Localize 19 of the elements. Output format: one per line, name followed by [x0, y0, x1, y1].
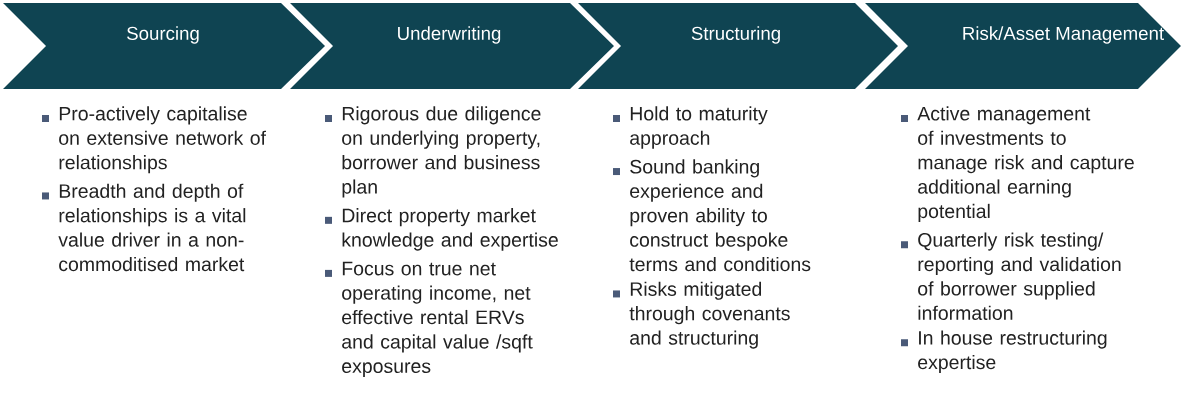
bullet-item: Hold to maturity approach [613, 106, 768, 149]
bullet-item: Pro-actively capitalise on extensive network of relationships [42, 106, 266, 174]
node-label: Underwriting [398, 26, 501, 44]
bullet-item: In house restructuring expertise [901, 330, 1107, 374]
node-label: Structuring [691, 26, 780, 44]
step-banner: Structuring [578, 3, 898, 89]
bullet-item: Quarterly risk testing/ reporting and validation of borrower supplied information [901, 232, 1121, 320]
bullet-item: Breadth and depth of relationships is a vital value driver in a non-commoditised market [42, 183, 246, 272]
bullet-item: Focus on true net operating income, net effective rental ERVs and capital value /sqft exposures [325, 261, 533, 377]
bullet-item: Rigorous due diligence on underlying property, borrower and business plan [325, 106, 541, 198]
node-label: Risk/Asset Management [963, 26, 1164, 44]
bullet-item: Active management of investments to manage risk and capture additional earning potential [901, 106, 1134, 222]
bullet-item: Direct property market knowledge and expertise [325, 208, 558, 251]
step-banner: Risk/Asset Management [865, 3, 1181, 89]
bullet-item: Risks mitigated through covenants and structuring [613, 281, 790, 349]
bullet-item: Sound banking experience and proven ability to construct bespoke terms and conditions [613, 159, 811, 272]
node-label: Sourcing [127, 26, 199, 44]
step-banner: Sourcing [3, 3, 325, 89]
step-banner: Underwriting [290, 3, 614, 89]
